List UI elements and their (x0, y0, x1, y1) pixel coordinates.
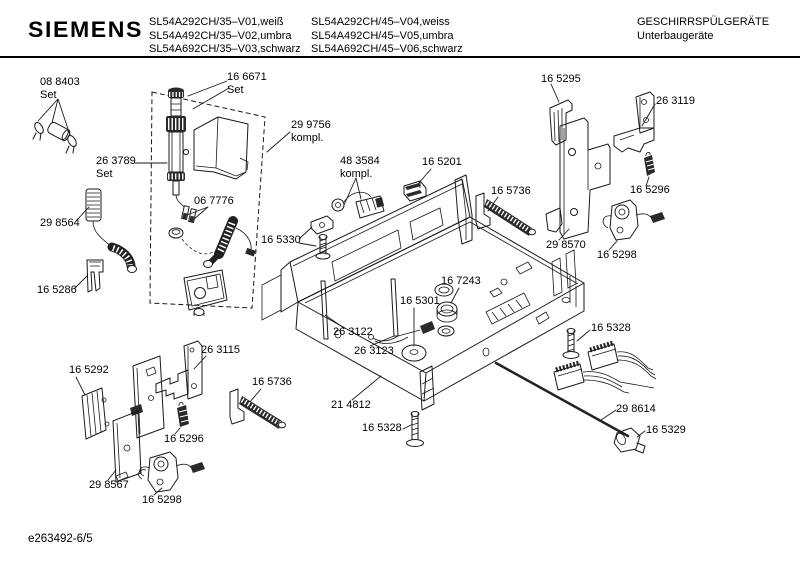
part-label-16-5301: 16 5301 (400, 295, 440, 307)
part-label-16-5328-bottom: 16 5328 (362, 422, 402, 434)
part-label-26-3122: 26 3122 (333, 326, 373, 338)
part-label-26-3119: 26 3119 (656, 95, 695, 107)
toothed-rail-16-5736-bottom (229, 388, 286, 429)
clip-16-5296-bottom (177, 402, 190, 427)
mounting-plate (183, 269, 228, 316)
part-label-16-5736-top: 16 5736 (491, 185, 531, 197)
toothed-rail-16-5736-top (475, 192, 536, 236)
part-label-16-5295: 16 5295 (541, 73, 581, 85)
switch-16-5298-bottom (138, 451, 205, 493)
header-divider (0, 56, 800, 58)
part-label-29-8567: 29 8567 (89, 479, 129, 491)
screw-16-5328-bottom (406, 411, 424, 447)
aquastop-valve-16-6671 (166, 87, 189, 208)
cable-connectors-06-7776 (181, 205, 197, 223)
part-label-16-5296-bottom: 16 5296 (164, 433, 204, 445)
part-label-16-5296-right: 16 5296 (630, 184, 670, 196)
base-tray-21-4812 (261, 174, 585, 411)
bracket-29-8567 (112, 355, 165, 483)
cable-48-3584 (331, 191, 385, 219)
part-label-16-5286: 16 5286 (37, 284, 77, 296)
panel-16-5292 (81, 387, 110, 440)
wire-26-3123 (368, 321, 435, 344)
part-label-16-5298-right: 16 5298 (597, 249, 637, 261)
inlet-hose-29-9756 (203, 216, 256, 268)
siemens-logo: SIEMENS (28, 17, 144, 42)
part-label-26-3115: 26 3115 (201, 344, 240, 356)
bracket-26-3119 (613, 91, 655, 153)
part-label-16-5292: 16 5292 (69, 364, 109, 376)
screw-plate-16-5330 (310, 215, 334, 260)
clamp-set-08-8403 (32, 121, 77, 154)
drain-hose-29-8564 (85, 188, 137, 273)
aquastop-kit-box (149, 91, 266, 309)
mounting-plate-29-8570 (545, 117, 611, 240)
grommet-disc-16-5301 (401, 344, 427, 362)
cap-16-5329 (613, 427, 646, 454)
part-label-16-5328-right: 16 5328 (591, 322, 631, 334)
part-label-29-8570: 29 8570 (546, 239, 586, 251)
part-label-16-5298-bottom: 16 5298 (142, 494, 182, 506)
spring-16-5296-right (644, 152, 656, 176)
part-label-06-7776: 06 7776 (194, 195, 234, 207)
grommet (168, 227, 214, 255)
bracket-16-5295 (549, 99, 573, 146)
part-label-21-4812: 21 4812 (331, 399, 371, 411)
part-label-16-5330: 16 5330 (261, 234, 301, 246)
document-reference: e263492-6/5 (28, 533, 93, 545)
screw-16-5328-right (562, 328, 580, 359)
part-label-29-8614: 29 8614 (616, 403, 656, 415)
part-label-26-3123: 26 3123 (354, 345, 394, 357)
part-label-16-7243: 16 7243 (441, 275, 481, 287)
switch-16-5298-right (602, 199, 665, 241)
part-label-16-5201: 16 5201 (422, 156, 462, 168)
bracket-26-3115 (155, 340, 203, 400)
part-label-16-5736-bottom: 16 5736 (252, 376, 292, 388)
valve-cover-bracket (193, 116, 249, 180)
part-label-16-5329: 16 5329 (646, 424, 686, 436)
grommet-rings-16-7243 (434, 283, 458, 337)
wiring-harness-29-8614 (494, 340, 657, 438)
bracket-16-5286 (86, 259, 104, 293)
leader-lines (37, 80, 656, 496)
part-label-29-8564: 29 8564 (40, 217, 80, 229)
